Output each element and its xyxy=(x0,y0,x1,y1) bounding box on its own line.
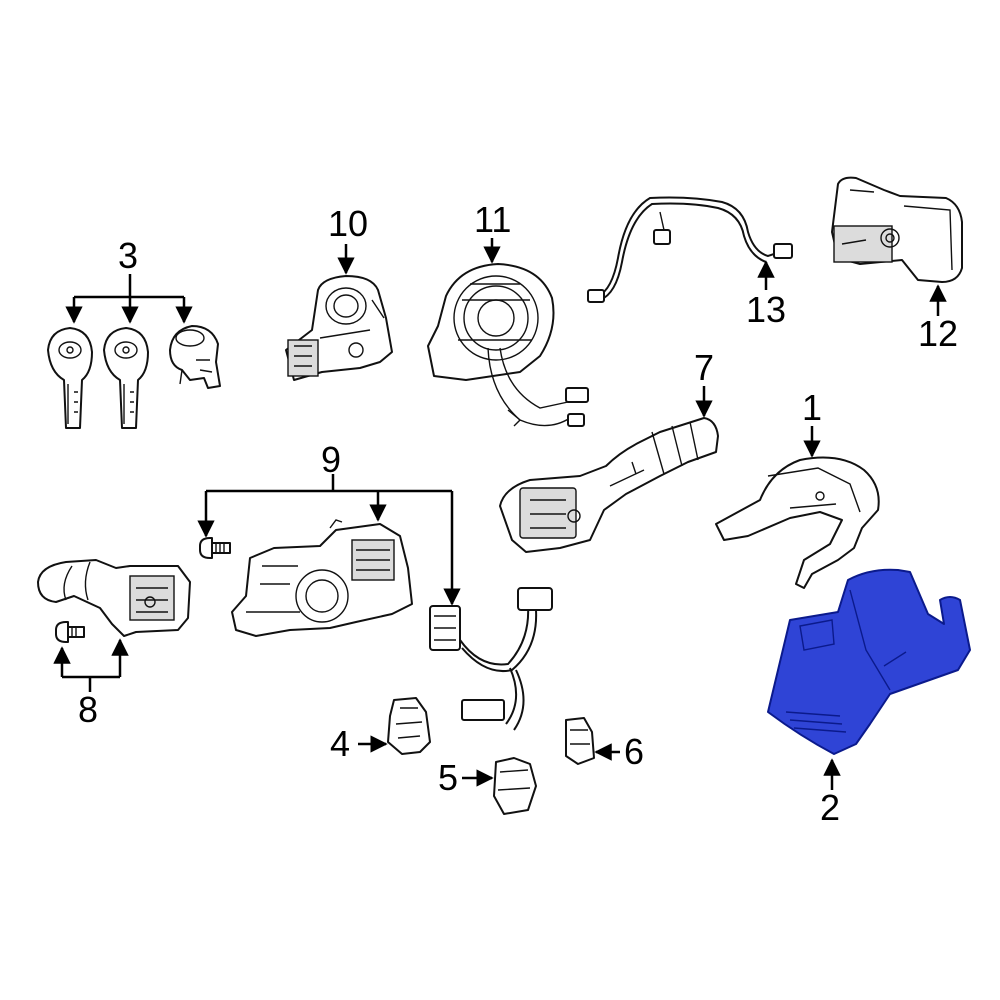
callout-11: 11 xyxy=(474,199,511,240)
part-3-key-set[interactable] xyxy=(47,274,221,429)
key-cylinder xyxy=(169,325,221,389)
callout-12: 12 xyxy=(918,313,958,354)
part-12-bracket[interactable] xyxy=(831,176,963,316)
part-2-lower-ribs xyxy=(785,711,847,733)
screw-8 xyxy=(55,621,85,643)
callout-3: 3 xyxy=(118,235,138,276)
part-2-inner-panel xyxy=(799,619,835,651)
part-6-switch-connector[interactable] xyxy=(565,717,620,765)
callout-9: 9 xyxy=(321,439,341,480)
callout-13: 13 xyxy=(746,289,786,330)
key-1 xyxy=(47,327,93,429)
part-9-combination-switch-assembly[interactable] xyxy=(197,474,553,731)
callout-6: 6 xyxy=(624,731,644,772)
part-5-switch-connector[interactable] xyxy=(462,757,537,815)
part-4-switch-connector[interactable] xyxy=(358,697,431,755)
callout-2: 2 xyxy=(820,787,840,828)
harness-9 xyxy=(429,587,553,731)
part-2-highlighted-shape xyxy=(767,568,971,755)
callout-10: 10 xyxy=(328,203,368,244)
callout-7: 7 xyxy=(694,347,714,388)
switch-body-9 xyxy=(231,519,413,637)
part-11-clock-spring[interactable] xyxy=(427,238,589,427)
key-2 xyxy=(103,327,149,429)
part-1-upper-column-cover[interactable] xyxy=(715,426,880,589)
part-8-turn-signal-switch[interactable] xyxy=(37,559,191,692)
part-7-wiper-switch[interactable] xyxy=(499,386,719,553)
callout-1: 1 xyxy=(802,387,822,428)
callout-5: 5 xyxy=(438,757,458,798)
part-2-lower-column-cover[interactable] xyxy=(767,568,971,790)
lever-8 xyxy=(37,559,191,637)
part-10-steering-angle-sensor[interactable] xyxy=(285,244,393,381)
part-13-wire-harness[interactable] xyxy=(587,196,793,303)
part-2-edge xyxy=(849,589,907,691)
callout-4: 4 xyxy=(330,723,350,764)
callout-8: 8 xyxy=(78,689,98,730)
screw-9 xyxy=(199,537,231,559)
